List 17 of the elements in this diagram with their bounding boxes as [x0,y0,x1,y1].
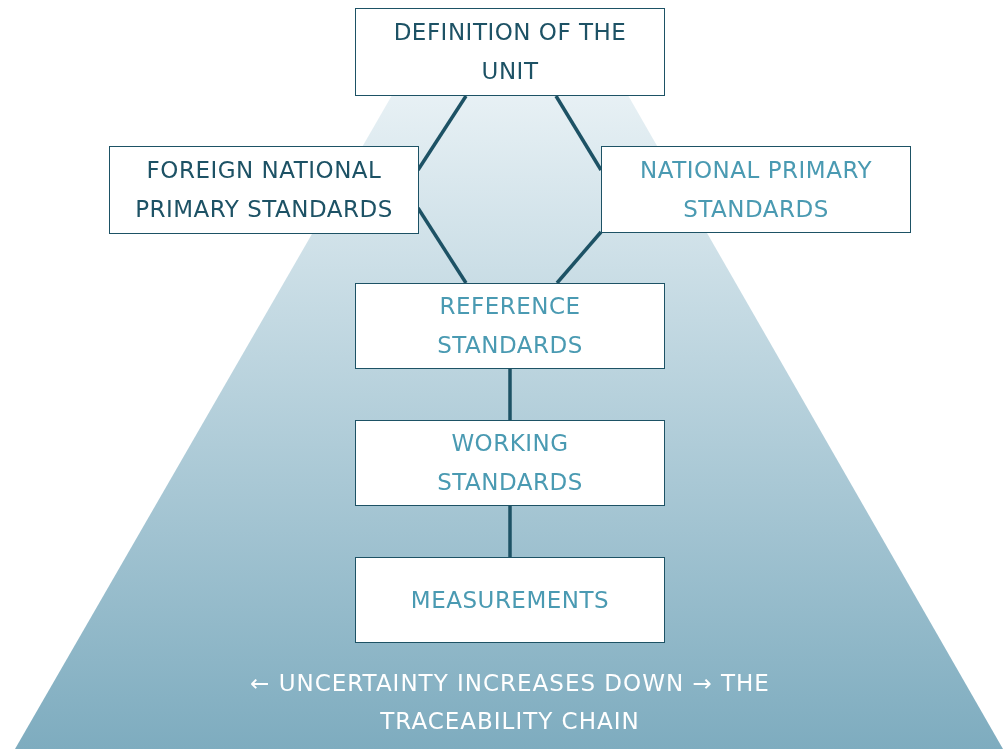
standard-box [601,146,911,233]
box-label: NATIONAL PRIMARY STANDARDS [639,155,873,224]
connector-line [508,506,512,557]
box-label: MEASUREMENTS [410,585,610,615]
box-label: DEFINITION OF THE UNIT [392,18,628,86]
uncertainty-note: ← UNCERTAINTY INCREASES DOWN → THE TRACEABILITY CHAIN [250,669,770,736]
standard-box [355,420,665,506]
box-label: REFERENCE STANDARDS [436,292,584,360]
connector-line [554,95,603,171]
connector-line [508,369,512,420]
box-label: WORKING STANDARDS [436,429,584,497]
box-label: FOREIGN NATIONAL PRIMARY STANDARDS [134,156,394,224]
standard-box [355,8,665,96]
standard-box [109,146,419,234]
standard-box [355,283,665,369]
standard-box [355,557,665,643]
connector-line [555,230,603,285]
